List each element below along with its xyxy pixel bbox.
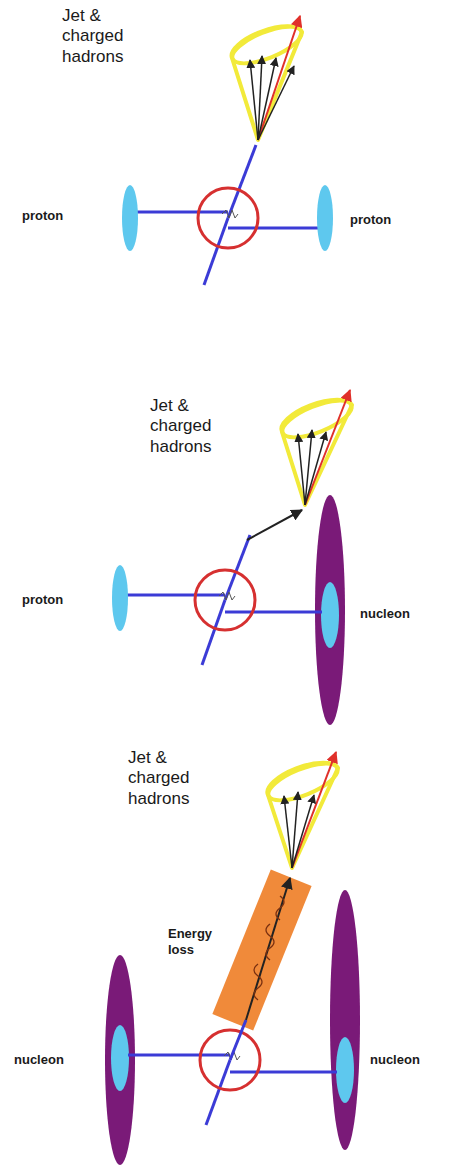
- hadron-track: [292, 795, 314, 868]
- nucleus-ellipse: [330, 890, 360, 1150]
- jet-cone: [228, 19, 306, 71]
- jet-label: Jet & charged hadrons: [150, 396, 245, 457]
- hadron-track: [258, 66, 294, 140]
- hadron-track: [298, 434, 305, 505]
- nucleon-ellipse: [111, 1025, 129, 1091]
- parton-line: [230, 1020, 246, 1060]
- aa-panel: [105, 752, 360, 1165]
- hadron-track: [305, 432, 326, 505]
- pp-panel: [122, 16, 333, 285]
- beam-label: proton: [350, 212, 440, 228]
- proton-ellipse: [112, 565, 128, 631]
- jet-cone: [278, 393, 356, 445]
- proton-ellipse: [122, 185, 138, 251]
- collision-circle: [198, 188, 258, 248]
- jet-cone: [264, 756, 342, 808]
- beam-line: [230, 1071, 337, 1074]
- beam-line: [228, 227, 325, 230]
- beam-line: [128, 1054, 230, 1057]
- beam-label: nucleon: [14, 1052, 99, 1068]
- parton-line: [204, 218, 228, 285]
- gluon: [219, 592, 235, 600]
- nucleon-ellipse: [336, 1037, 354, 1103]
- parton-arrow: [246, 878, 290, 1020]
- nucleon-ellipse: [321, 582, 339, 648]
- beam-label: nucleon: [370, 1052, 455, 1068]
- beam-label: nucleon: [360, 606, 450, 622]
- collision-circle: [195, 570, 255, 630]
- beam-label: proton: [22, 592, 102, 608]
- beam-line: [120, 594, 225, 597]
- pa-panel: [112, 390, 356, 725]
- proton-ellipse: [317, 185, 333, 251]
- medium-box: [212, 869, 311, 1030]
- radiated-gluons: [254, 896, 284, 1000]
- nucleus-ellipse: [315, 495, 345, 725]
- jet-label: Jet & charged hadrons: [128, 748, 223, 809]
- parton-line: [228, 145, 256, 218]
- jet-axis: [292, 752, 336, 868]
- hadron-track: [258, 58, 276, 140]
- jet-cone: [267, 763, 338, 868]
- beam-line: [130, 211, 228, 214]
- parton-line: [225, 535, 250, 600]
- gluon: [222, 210, 238, 218]
- hadron-track: [250, 60, 258, 140]
- beam-label: proton: [22, 208, 102, 224]
- hadron-track: [284, 796, 292, 868]
- jet-cone: [281, 400, 352, 505]
- jet-axis: [305, 390, 350, 505]
- parton-line: [202, 600, 225, 665]
- jet-label: Jet & charged hadrons: [62, 6, 157, 67]
- jet-axis: [258, 16, 300, 140]
- beam-line: [225, 611, 322, 614]
- nucleus-ellipse: [105, 955, 135, 1165]
- parton-line: [206, 1060, 230, 1125]
- parton-arrow: [247, 510, 302, 540]
- energy-loss-label: Energy loss: [168, 926, 226, 957]
